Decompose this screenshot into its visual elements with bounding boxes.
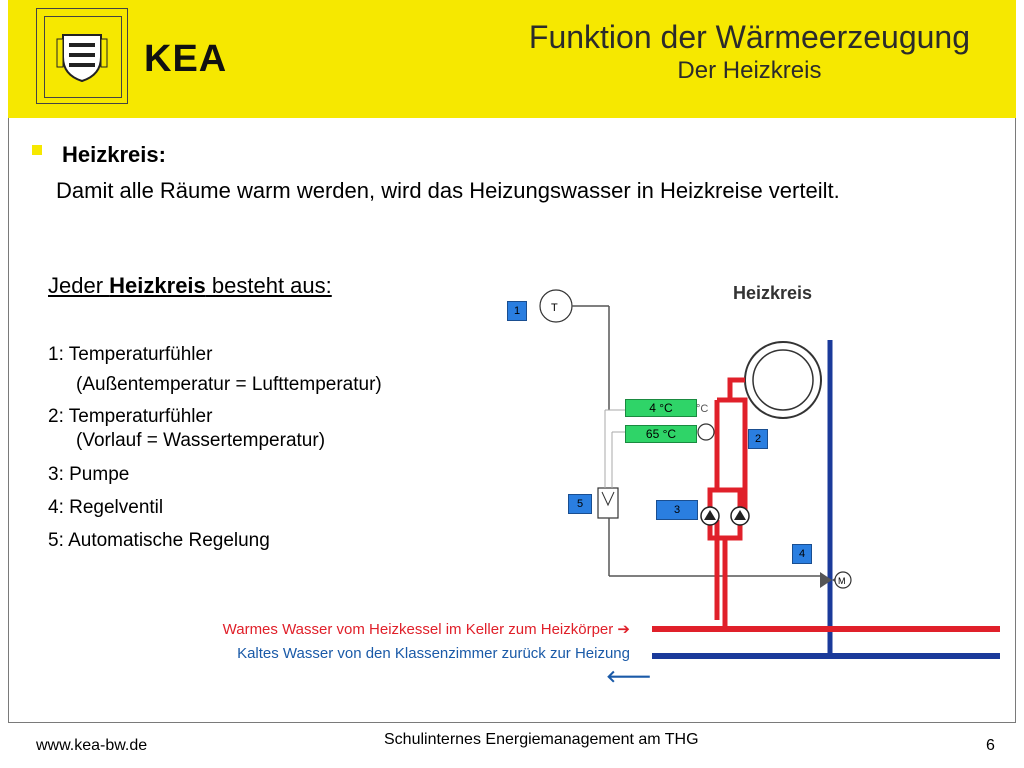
logo-text: KEA: [144, 38, 228, 80]
section-heading: Heizkreis:: [62, 142, 166, 167]
logo-frame: [36, 8, 128, 104]
controller-icon: [597, 487, 619, 519]
list-item: (Vorlauf = Wassertemperatur): [76, 430, 326, 451]
list-item: (Außentemperatur = Lufttemperatur): [76, 374, 382, 395]
diagram-title: Heizkreis: [733, 283, 813, 303]
flow-temp-display: 65 °C: [625, 425, 697, 443]
page-number: 6: [986, 737, 995, 754]
intro-text: Damit alle Räume warm werden, wird das H…: [56, 178, 840, 203]
flow-sensor-icon: [697, 423, 715, 441]
slide-title-block: Funktion der Wärmeerzeugung Der Heizkrei…: [529, 18, 970, 86]
label-3: 3: [656, 500, 698, 520]
footer-center-text: Schulinternes Energiemanagement am THG: [384, 731, 699, 748]
list-title: Jeder Heizkreis besteht aus:: [48, 273, 332, 298]
list-item: 2: Temperaturfühler: [48, 406, 213, 427]
list-item: 4: Regelventil: [48, 497, 164, 518]
label-1: 1: [507, 301, 527, 321]
footer-url: www.kea-bw.de: [36, 737, 148, 754]
slide-subtitle: Der Heizkreis: [677, 57, 822, 84]
list-item: 1: Temperaturfühler: [48, 344, 213, 365]
bullet-square-icon: [32, 145, 42, 155]
list-item: 3: Pumpe: [48, 464, 130, 485]
component-list: 1: Temperaturfühler (Außentemperatur = L…: [48, 343, 382, 553]
sensor-label: T: [551, 302, 558, 314]
label-5: 5: [568, 494, 592, 514]
legend-cold-water: Kaltes Wasser von den Klassenzimmer zurü…: [237, 645, 630, 662]
valve-motor-label: M: [838, 576, 846, 586]
slide-title: Funktion der Wärmeerzeugung: [528, 19, 970, 55]
control-valve-icon: [820, 571, 852, 589]
pump-icon: [700, 506, 750, 526]
legend-warm-water: Warmes Wasser vom Heizkessel im Keller z…: [222, 621, 630, 638]
label-2: 2: [748, 429, 768, 449]
outside-temp-display: 4 °C: [625, 399, 697, 417]
content-frame: [8, 118, 1016, 723]
arrow-left-icon: 🡐: [606, 667, 652, 686]
header-bar: KEA Funktion der Wärmeerzeugung Der Heiz…: [8, 0, 1016, 118]
coat-of-arms-icon: [56, 34, 108, 83]
unit-fragment: °C: [696, 403, 708, 415]
list-item: 5: Automatische Regelung: [48, 530, 270, 551]
label-4: 4: [792, 544, 812, 564]
